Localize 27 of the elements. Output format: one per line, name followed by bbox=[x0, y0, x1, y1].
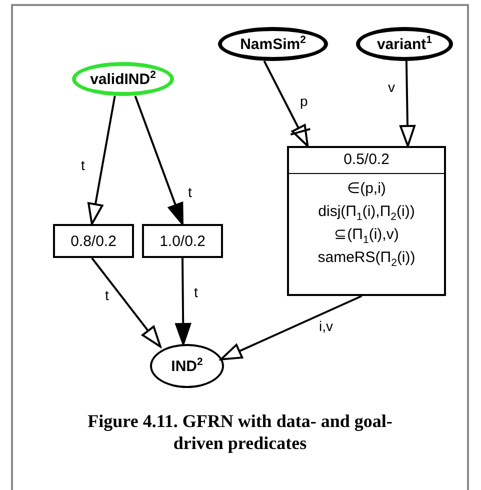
edge-label: t bbox=[80, 158, 86, 173]
arrow bbox=[88, 96, 116, 225]
node-label: variant$^{1}$ bbox=[376, 32, 432, 54]
predicate-ellipse bbox=[218, 27, 328, 61]
predicate-ellipse bbox=[72, 62, 174, 96]
edge-label: t bbox=[193, 285, 199, 300]
node-label: IND$^{2}$ bbox=[171, 354, 203, 376]
condition-text: ∈(p,i) bbox=[347, 179, 386, 199]
node-label: 1.0/0.2 bbox=[160, 232, 206, 252]
node-label: 0.8/0.2 bbox=[70, 232, 116, 252]
condition-text: disj(Π$_{1}$(i),Π$_{2}$(i)) bbox=[318, 202, 415, 223]
weight-label: 0.5/0.2 bbox=[289, 148, 444, 174]
arrow bbox=[134, 96, 184, 225]
edge-label: t bbox=[187, 185, 193, 200]
node-label: validIND$^{2}$ bbox=[90, 68, 156, 90]
predicate-ellipse bbox=[356, 27, 453, 61]
node-label: NamSim$^{2}$ bbox=[240, 32, 306, 54]
figure-caption: Figure 4.11. GFRN with data- and goal-driven predicates bbox=[86, 410, 394, 454]
arrow bbox=[220, 295, 362, 360]
edge-label: t bbox=[104, 288, 110, 303]
predicate-ellipse bbox=[150, 344, 224, 388]
arrow bbox=[91, 257, 162, 348]
arrow bbox=[175, 258, 192, 345]
condition-text: sameRS(Π$_{2}$(i)) bbox=[318, 248, 416, 269]
arrow bbox=[263, 60, 312, 147]
condition-text: ⊆(Π$_{1}$(i),v) bbox=[334, 225, 399, 246]
edge-label: i,v bbox=[318, 319, 334, 334]
